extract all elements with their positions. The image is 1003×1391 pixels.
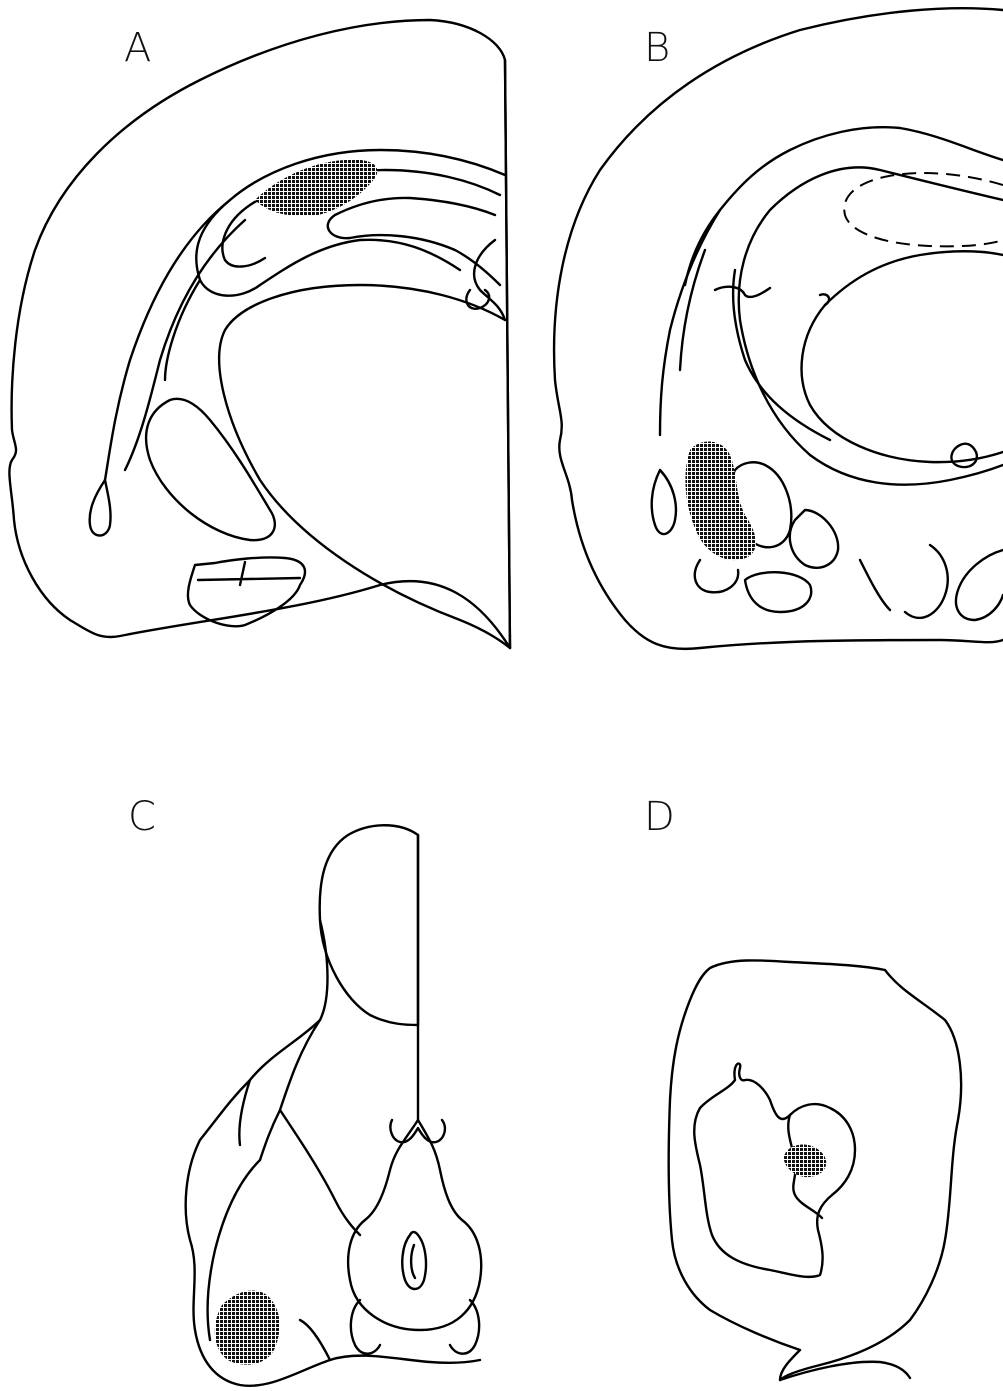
section-b-inner-cavity xyxy=(802,251,1003,462)
section-b-bottom-right-oval xyxy=(956,550,1003,620)
section-a-outer-contour xyxy=(9,20,510,648)
section-d xyxy=(669,960,961,1380)
section-b-upper-band xyxy=(685,127,1003,285)
section-c-ventricle-top xyxy=(390,1120,444,1142)
section-c xyxy=(186,825,482,1386)
section-b-left-lobe xyxy=(652,470,676,534)
section-a-ventricle xyxy=(466,240,505,320)
section-b-hippocampus xyxy=(739,167,1003,484)
section-a-midline xyxy=(505,60,510,648)
section-c-ventral-lobes xyxy=(300,1300,479,1360)
section-b-dashed-structure xyxy=(844,173,1003,246)
section-c-dorsal-lobe xyxy=(320,825,418,1025)
section-c-lesion xyxy=(215,1291,280,1365)
section-b xyxy=(554,8,1003,649)
section-c-inner-division-1 xyxy=(260,1020,360,1235)
section-b-outer-contour xyxy=(554,8,1003,649)
section-a-olfactory xyxy=(90,480,111,536)
section-a xyxy=(9,20,510,648)
section-a-claustrum xyxy=(146,399,275,540)
section-d-lesion xyxy=(784,1145,826,1178)
section-c-aqueduct xyxy=(402,1232,426,1289)
section-a-lesion xyxy=(255,160,377,216)
section-a-striatum xyxy=(219,285,510,648)
section-b-small-nucleus xyxy=(951,444,976,467)
section-a-ventral-region xyxy=(188,557,305,626)
section-b-lesion xyxy=(685,442,755,561)
section-b-lateral-band xyxy=(660,210,830,440)
section-d-inner-nucleus xyxy=(694,1064,855,1277)
section-c-ventricle-wall xyxy=(348,1120,481,1330)
